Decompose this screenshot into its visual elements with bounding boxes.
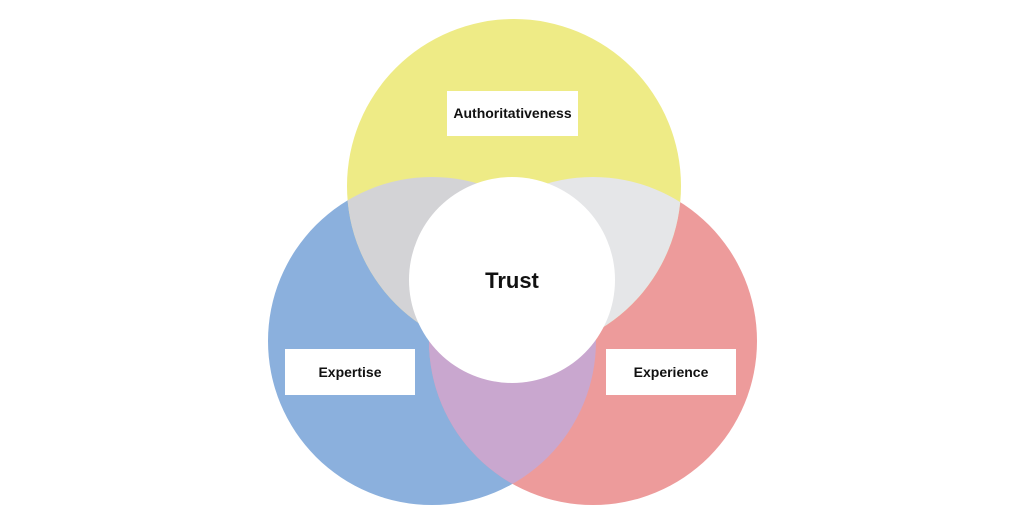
authoritativeness-label: Authoritativeness bbox=[453, 105, 571, 121]
authoritativeness-label-box: Authoritativeness bbox=[447, 91, 578, 136]
experience-label: Experience bbox=[634, 364, 709, 380]
trust-center-circle bbox=[409, 177, 615, 383]
expertise-label-box: Expertise bbox=[285, 349, 415, 395]
experience-label-box: Experience bbox=[606, 349, 736, 395]
expertise-label: Expertise bbox=[318, 364, 381, 380]
trust-label: Trust bbox=[485, 268, 539, 293]
